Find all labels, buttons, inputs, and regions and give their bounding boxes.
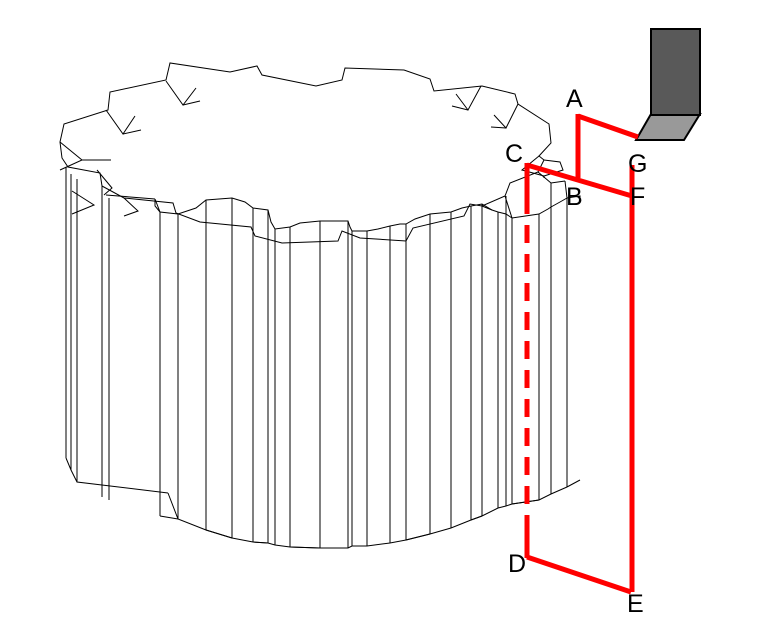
gear-notch-upper-right-5 xyxy=(564,180,568,199)
segment-A-to-tool xyxy=(577,113,639,140)
gear-tooth-detail-left-low xyxy=(96,169,113,196)
segment-D-to-E xyxy=(526,554,632,595)
gear-bottom-scallops xyxy=(159,499,540,549)
gear-tooth-detail-left-upper-2 xyxy=(122,129,142,135)
gear-tooth-detail-left-mid-2 xyxy=(182,100,201,106)
gear-notch-right-a xyxy=(481,205,493,211)
label-A: A xyxy=(566,85,583,113)
label-E: E xyxy=(627,590,644,618)
gear-front-tooth-top-profile xyxy=(154,197,568,232)
gear-right-rear-edge-3 xyxy=(566,479,581,488)
toolpath-lines xyxy=(524,113,639,595)
label-F: F xyxy=(630,183,646,211)
gear-left-lower-detail-2 xyxy=(123,197,139,217)
gear-left-lower-detail xyxy=(154,199,161,213)
gear-tooth-detail-left-low-4 xyxy=(71,190,96,215)
gear-tooth-detail-right-upper xyxy=(455,85,482,111)
gear-right-rear-edge-2 xyxy=(566,195,581,200)
gear-tooth-detail-right-low xyxy=(520,155,545,177)
gear-tooth-detail-left-upper xyxy=(105,109,136,135)
gear-tooth-detail-right-mid-2 xyxy=(490,126,507,129)
gear-tooth-detail-right-mid xyxy=(493,103,519,129)
gear-top-face-outline xyxy=(59,62,552,244)
gear-tooth-detail-right-upper-2 xyxy=(451,105,469,111)
gear-tooth-detail-left-mid xyxy=(165,80,197,106)
gear-front-tooth-bottom-profile xyxy=(167,486,568,549)
gear-tooth-detail-left-low-2 xyxy=(59,141,83,171)
label-C: C xyxy=(505,140,524,168)
tool-body-face xyxy=(650,28,701,116)
gear-left-tooth-face-3 xyxy=(105,194,156,200)
segment-C-to-F xyxy=(526,162,633,199)
gear-wireframe xyxy=(59,62,581,549)
label-G: G xyxy=(628,150,648,178)
label-D: D xyxy=(508,550,527,578)
gear-front-tooth-columns xyxy=(159,198,568,548)
tool-base-face xyxy=(634,113,702,141)
gear-left-bottom-edge xyxy=(65,457,169,494)
cutting-tool xyxy=(634,28,702,141)
label-B: B xyxy=(566,183,583,211)
